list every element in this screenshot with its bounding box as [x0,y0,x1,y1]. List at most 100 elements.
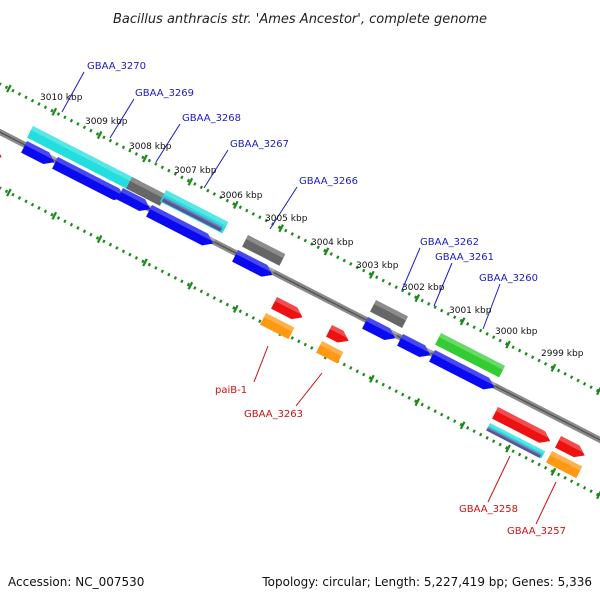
gene-label[interactable]: GBAA_3270 [87,61,146,72]
minor-tick [173,276,178,280]
tick-label: 3000 kbp [495,327,538,337]
minor-tick [342,258,346,263]
minor-tick [595,492,600,497]
major-tick [232,304,239,314]
minor-tick [375,275,379,280]
gene-block-body [316,341,344,364]
major-tick [232,200,239,210]
minor-tick [212,192,217,196]
tick-label: 3009 kbp [85,117,128,127]
trna-block-body [161,197,223,232]
minor-tick [446,312,450,316]
minor-tick [485,332,489,336]
minor-tick [225,302,230,307]
minor-tick [414,399,418,404]
gene-label[interactable]: GBAA_3260 [479,273,538,284]
minor-tick [245,208,249,213]
minor-tick [238,309,242,314]
minor-tick [524,352,528,356]
minor-tick [56,112,61,116]
major-tick [550,363,557,372]
minor-tick [11,192,15,197]
gene-label[interactable]: GBAA_3268 [182,113,241,124]
minor-tick [381,278,385,283]
gene-label[interactable]: GBAA_3261 [435,252,494,263]
tick-label: 3001 kbp [449,306,492,316]
minor-tick [17,196,22,200]
rrna-block [27,126,140,193]
cds-arrow [0,149,5,158]
gene-label[interactable]: GBAA_3269 [135,88,194,99]
minor-tick [550,469,554,474]
minor-tick [537,358,541,363]
minor-tick [193,182,197,186]
minor-tick [206,292,210,297]
cds-arrow-highlight [55,157,128,197]
gene-label[interactable]: GBAA_3257 [507,526,566,537]
minor-tick [401,288,405,293]
cds-arrow [429,350,498,390]
minor-tick [556,472,561,477]
minor-tick [0,82,2,86]
minor-tick [589,489,593,494]
minor-tick [0,186,2,190]
minor-tick [102,135,106,140]
minor-tick [37,206,41,210]
gene-block-body [242,235,286,266]
minor-tick [303,238,307,243]
minor-tick [297,235,301,240]
minor-tick [362,372,366,377]
minor-tick [173,172,178,176]
gene-label[interactable]: GBAA_3267 [230,139,289,150]
major-tick [414,397,421,407]
minor-tick [316,245,320,250]
major-tick [51,211,58,220]
minor-tick [219,299,223,304]
minor-tick [154,266,158,270]
gene-label[interactable]: GBAA_3258 [459,504,518,515]
gene-label[interactable]: GBAA_3263 [244,409,303,420]
minor-tick [43,105,48,110]
gene-label[interactable]: GBAA_3262 [420,237,479,248]
minor-tick [537,462,541,467]
minor-tick [543,362,548,366]
minor-tick [563,476,567,480]
minor-tick [303,342,307,347]
minor-tick [37,102,41,106]
cds-arrow [232,250,276,277]
minor-tick [511,449,515,454]
major-tick [96,131,103,140]
minor-tick [82,125,87,130]
cds-arrow [146,205,217,246]
minor-tick [323,248,327,253]
gene-block [126,177,166,206]
minor-tick [232,306,236,310]
trna-block-body [486,427,542,458]
minor-tick [427,302,431,306]
minor-tick [199,289,204,294]
minor-tick [30,202,35,207]
minor-tick [556,368,561,373]
minor-tick [115,142,119,146]
gene-label[interactable]: GBAA_3266 [299,176,358,187]
cds-arrow-highlight [149,205,217,242]
gene-label[interactable]: paiB-1 [215,385,247,396]
label-leader [482,283,501,330]
minor-tick [569,375,574,380]
cds-arrow-body [362,317,396,340]
label-leaders [61,71,557,525]
minor-tick [349,366,353,370]
minor-tick [297,339,301,344]
minor-tick [394,389,398,394]
minor-tick [472,429,476,434]
minor-tick [485,436,489,440]
cds-arrow-highlight [558,436,588,454]
cds-arrow-body [0,153,2,158]
minor-tick [141,259,145,264]
minor-tick [576,482,580,487]
minor-tick [368,272,372,276]
minor-tick [69,118,74,123]
major-tick [6,188,12,197]
minor-tick [582,382,587,386]
